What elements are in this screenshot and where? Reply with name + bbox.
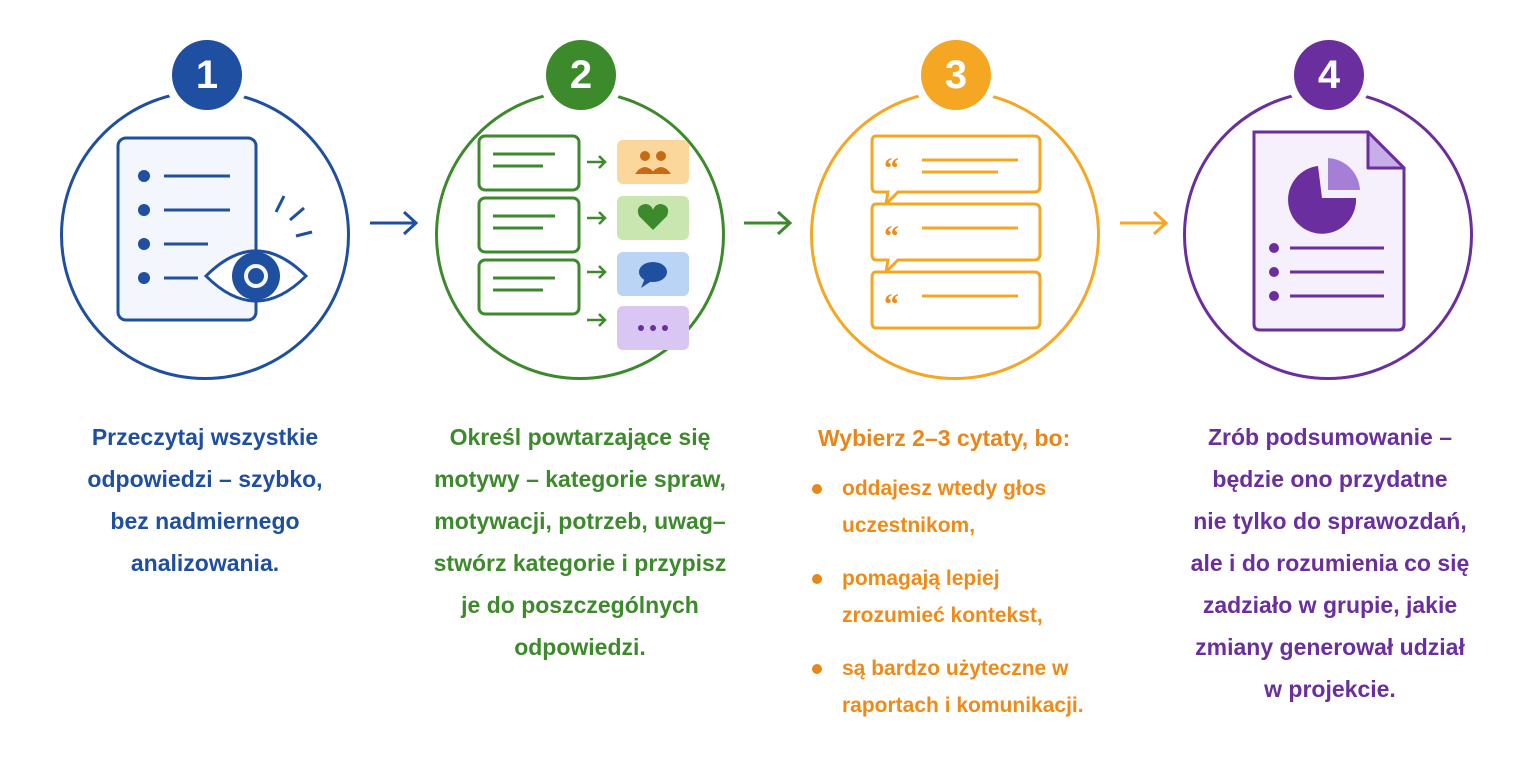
step-3-badge: 3 bbox=[921, 40, 991, 110]
bullet-line: zrozumieć kontekst, bbox=[842, 604, 1043, 627]
step-4-line: w projekcie. bbox=[1264, 676, 1396, 702]
step-2-badge: 2 bbox=[546, 40, 616, 110]
arrow-right-icon bbox=[740, 208, 796, 243]
svg-text:“: “ bbox=[884, 152, 899, 185]
step-2-line: je do poszczególnych bbox=[461, 592, 699, 618]
step-3-caption: Wybierz 2–3 cytaty, bo: oddajesz wtedy g… bbox=[808, 418, 1138, 740]
step-1-line: bez nadmiernego bbox=[110, 508, 300, 534]
bullet-dot-icon bbox=[812, 484, 822, 494]
step-1-caption: Przeczytaj wszystkie odpowiedzi – szybko… bbox=[55, 416, 355, 584]
step-4-line: zmiany generował udział bbox=[1195, 634, 1465, 660]
quote-bubbles-icon: “ “ “ bbox=[868, 132, 1048, 337]
step-1-line: Przeczytaj wszystkie bbox=[91, 424, 319, 450]
step-4-line: Zrób podsumowanie – bbox=[1207, 424, 1453, 450]
step-3-bullet-list: oddajesz wtedy głos uczestnikom, pomagaj… bbox=[808, 470, 1138, 724]
document-with-eye-icon bbox=[108, 130, 323, 335]
bullet-line: raportach i komunikacji. bbox=[842, 694, 1084, 717]
svg-text:“: “ bbox=[884, 220, 899, 253]
bullet-line: uczestnikom, bbox=[842, 514, 976, 537]
step-4-line: będzie ono przydatne bbox=[1212, 466, 1448, 492]
svg-text:“: “ bbox=[884, 288, 899, 321]
bullet-line: oddajesz wtedy głos bbox=[842, 477, 1047, 500]
step-2-line: motywacji, potrzeb, uwag– bbox=[434, 508, 726, 534]
report-with-pie-chart-icon bbox=[1250, 128, 1410, 343]
list-item: są bardzo użyteczne w raportach i komuni… bbox=[808, 650, 1138, 724]
step-2-caption: Określ powtarzające się motywy – kategor… bbox=[410, 416, 750, 668]
bullet-dot-icon bbox=[812, 664, 822, 674]
step-1-line: odpowiedzi – szybko, bbox=[87, 466, 323, 492]
step-4-caption: Zrób podsumowanie – będzie ono przydatne… bbox=[1160, 416, 1500, 710]
arrow-right-icon bbox=[1116, 208, 1172, 243]
step-2-line: Określ powtarzające się bbox=[449, 424, 711, 450]
categorize-items-icon bbox=[475, 130, 695, 355]
step-4-line: nie tylko do sprawozdań, bbox=[1193, 508, 1467, 534]
arrow-right-icon bbox=[366, 208, 422, 243]
bullet-dot-icon bbox=[812, 574, 822, 584]
step-2-line: odpowiedzi. bbox=[514, 634, 646, 660]
step-3-title: Wybierz 2–3 cytaty, bo: bbox=[818, 425, 1071, 451]
step-4-line: ale i do rozumienia co się bbox=[1190, 550, 1470, 576]
step-1-badge: 1 bbox=[172, 40, 242, 110]
step-2-line: stwórz kategorie i przypisz bbox=[433, 550, 727, 576]
step-4-badge: 4 bbox=[1294, 40, 1364, 110]
bullet-line: są bardzo użyteczne w bbox=[842, 657, 1069, 680]
list-item: oddajesz wtedy głos uczestnikom, bbox=[808, 470, 1138, 544]
step-4-line: zadziało w grupie, jakie bbox=[1202, 592, 1458, 618]
list-item: pomagają lepiej zrozumieć kontekst, bbox=[808, 560, 1138, 634]
step-1-line: analizowania. bbox=[130, 550, 280, 576]
bullet-line: pomagają lepiej bbox=[842, 567, 1000, 590]
step-2-line: motywy – kategorie spraw, bbox=[434, 466, 726, 492]
